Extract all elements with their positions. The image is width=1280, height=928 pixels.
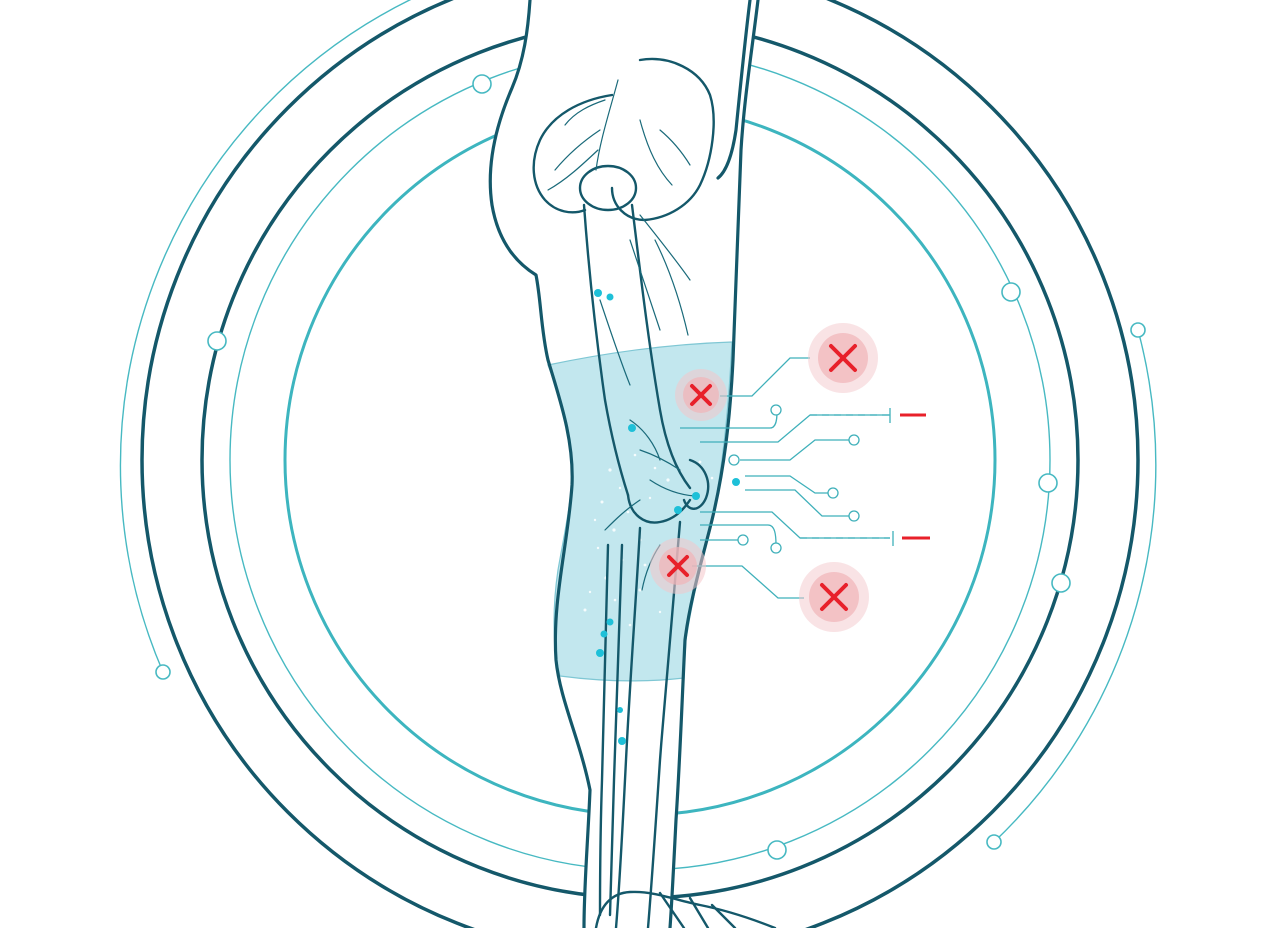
leg-front-contour bbox=[668, 0, 760, 928]
ring-node bbox=[986, 834, 1002, 850]
pain-marker-lower-outer bbox=[799, 562, 869, 632]
outer-dark-ring bbox=[140, 0, 1140, 928]
leg-outline bbox=[488, 0, 777, 928]
pelvis-bone-inner bbox=[532, 93, 614, 214]
femur-shaft bbox=[582, 203, 630, 497]
pain-marker-upper-outer bbox=[808, 323, 878, 393]
kneecap bbox=[682, 458, 710, 510]
ring-node bbox=[767, 840, 787, 860]
callout-lines bbox=[680, 357, 930, 599]
outer-arc-right bbox=[993, 329, 1157, 843]
inner-thigh-contour bbox=[716, 0, 752, 180]
x-icon bbox=[690, 384, 712, 406]
foot-detail bbox=[688, 896, 710, 928]
ring-node bbox=[155, 664, 171, 680]
pain-marker-upper-inner bbox=[675, 369, 727, 421]
outer-arc-left bbox=[119, 0, 412, 673]
foot-detail bbox=[658, 891, 686, 928]
ring-node bbox=[1038, 473, 1058, 493]
fibula bbox=[608, 543, 624, 917]
pain-marker-lower-inner bbox=[650, 538, 706, 594]
leg-back-contour bbox=[488, 0, 592, 928]
ring-node bbox=[1130, 322, 1146, 338]
femoral-head bbox=[578, 164, 638, 212]
knee-joint bbox=[626, 493, 692, 524]
ring-node bbox=[1051, 573, 1071, 593]
tibia bbox=[614, 526, 642, 928]
particles bbox=[594, 289, 740, 745]
ring-node bbox=[1001, 282, 1021, 302]
x-icon bbox=[829, 344, 857, 372]
foot-detail bbox=[710, 903, 737, 928]
x-icon bbox=[820, 583, 848, 611]
ring-node bbox=[207, 331, 227, 351]
ring-node bbox=[472, 74, 492, 94]
femur-shaft bbox=[630, 203, 692, 490]
vessels bbox=[547, 79, 696, 591]
fibula bbox=[598, 543, 610, 917]
x-icon bbox=[667, 555, 689, 577]
